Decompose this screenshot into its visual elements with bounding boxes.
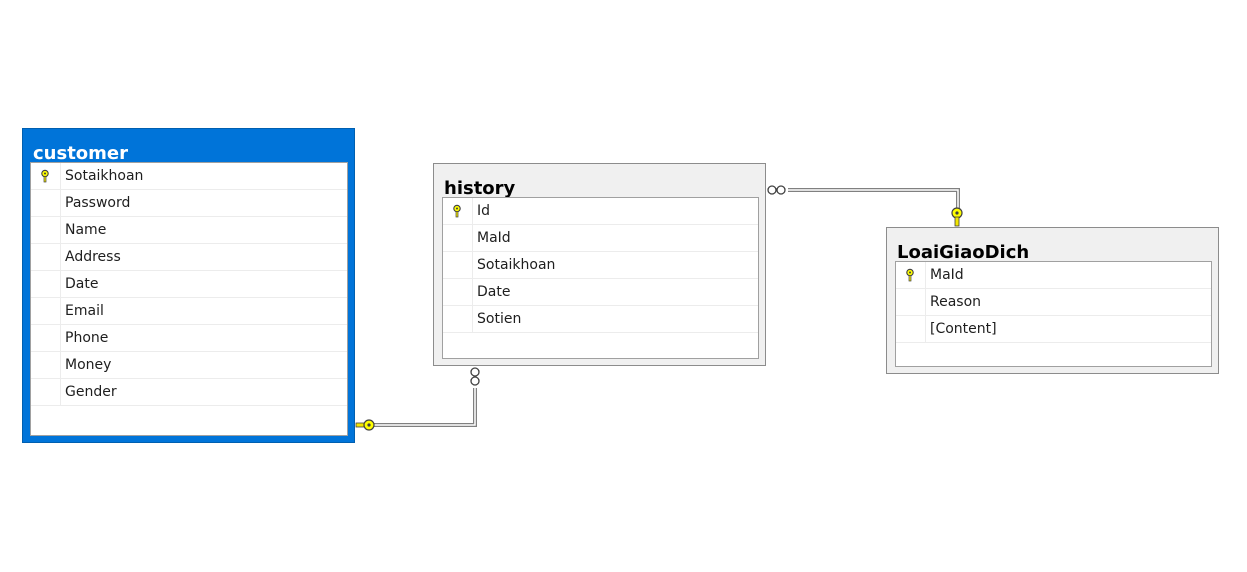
primary-key-icon [41,169,49,183]
column-name: [Content] [930,321,997,337]
column-row[interactable]: MaId [443,225,758,252]
table-customer[interactable]: customer Sotaikhoan Password Name Addres… [22,128,355,443]
column-name: Sotaikhoan [477,257,556,273]
table-history[interactable]: history Id MaId Sotaikhoan Date Sotien [433,163,766,366]
column-row[interactable]: Money [31,352,347,379]
column-row[interactable]: [Content] [896,316,1211,343]
infinity-icon [767,185,786,195]
infinity-icon [470,367,480,386]
relationship-history-loaigiaodich[interactable] [788,188,960,208]
column-name: Date [477,284,511,300]
table-loaigiaodich[interactable]: LoaiGiaoDich MaId Reason [Content] [886,227,1219,374]
column-row[interactable]: Address [31,244,347,271]
column-grid: MaId Reason [Content] [895,261,1212,367]
column-row[interactable]: Reason [896,289,1211,316]
key-icon [355,419,375,431]
column-row[interactable]: Id [443,198,758,225]
table-title: LoaiGiaoDich [897,242,1030,263]
column-name: Address [65,249,121,265]
column-row[interactable]: Sotaikhoan [443,252,758,279]
column-row[interactable]: Email [31,298,347,325]
relationship-customer-history[interactable] [370,388,477,427]
column-row[interactable]: Phone [31,325,347,352]
column-name: Sotaikhoan [65,168,144,184]
column-name: Sotien [477,311,522,327]
column-name: Reason [930,294,982,310]
primary-key-icon [453,204,461,218]
column-name: Password [65,195,131,211]
column-row[interactable]: Date [31,271,347,298]
column-name: Date [65,276,99,292]
column-row[interactable]: Gender [31,379,347,406]
column-name: Money [65,357,112,373]
column-name: MaId [477,230,511,246]
column-row[interactable]: Date [443,279,758,306]
column-grid: Sotaikhoan Password Name Address Date Em… [30,162,348,436]
column-row[interactable]: Sotaikhoan [31,163,347,190]
column-row[interactable]: Password [31,190,347,217]
column-name: Name [65,222,107,238]
column-name: Email [65,303,104,319]
key-icon [951,207,963,227]
table-title: customer [33,143,129,164]
column-name: MaId [930,267,964,283]
column-name: Gender [65,384,117,400]
column-grid: Id MaId Sotaikhoan Date Sotien [442,197,759,359]
column-row[interactable]: Sotien [443,306,758,333]
column-name: Id [477,203,491,219]
column-row[interactable]: MaId [896,262,1211,289]
primary-key-icon [906,268,914,282]
column-name: Phone [65,330,109,346]
table-title: history [444,178,516,199]
column-row[interactable]: Name [31,217,347,244]
